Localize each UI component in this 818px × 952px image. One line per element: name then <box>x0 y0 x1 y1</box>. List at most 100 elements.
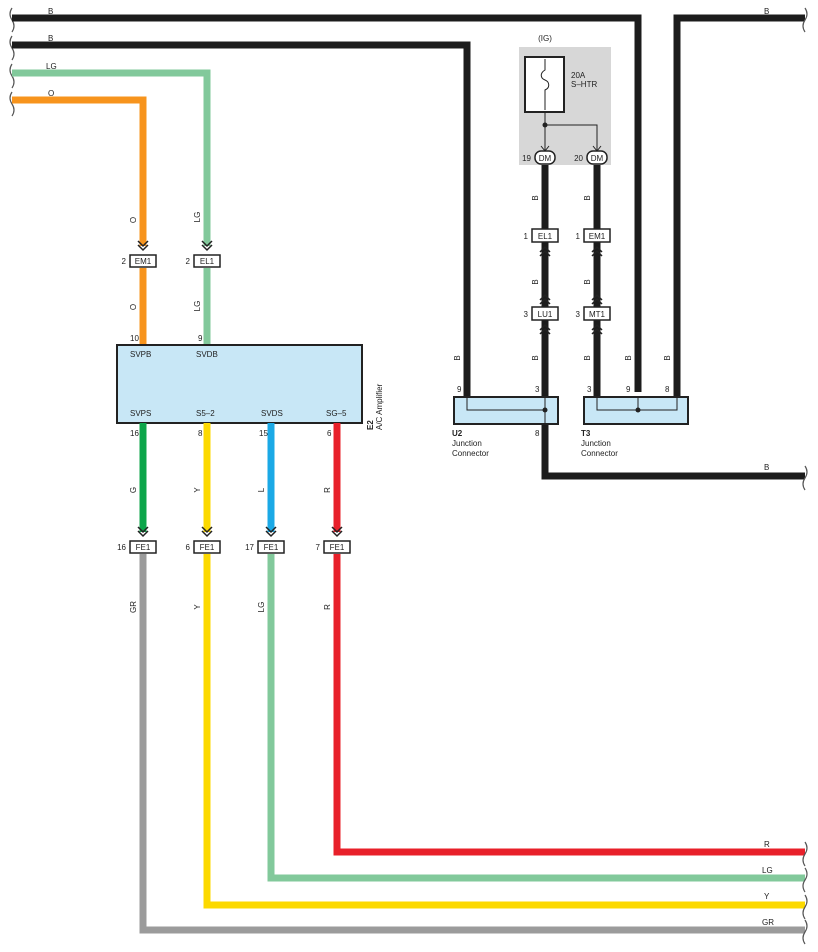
label-b-el1-lu1: B <box>531 279 540 284</box>
connector-fe1-17-name: FE1 <box>264 543 279 552</box>
connector-fe1-16-pin: 16 <box>117 543 126 552</box>
label-b-t3-3: B <box>583 355 592 360</box>
t3-pin-9: 9 <box>626 385 631 394</box>
t3-pin-3: 3 <box>587 385 592 394</box>
connector-fe1-6-name: FE1 <box>200 543 215 552</box>
amp-pin-15: 15 <box>259 429 268 438</box>
amp-name: A/C Amplifier <box>375 383 384 430</box>
label-bottom-y: Y <box>764 892 770 901</box>
amp-pin-8: 8 <box>198 429 203 438</box>
wire-b-top-1 <box>12 14 642 392</box>
fuse-name: S–HTR <box>571 80 597 89</box>
label-right-b: B <box>764 463 769 472</box>
u2-line1: Junction <box>452 439 482 448</box>
connector-el1-right-pin: 1 <box>524 232 529 241</box>
connector-lu1-pin: 3 <box>524 310 529 319</box>
connector-em1-right: EM1 1 <box>576 228 611 257</box>
connector-el1-right-name: EL1 <box>538 232 553 241</box>
amp-code: E2 <box>366 420 375 430</box>
wire-lg-top <box>12 69 211 246</box>
amp-term-s5-2: S5–2 <box>196 409 215 418</box>
connector-em1-left-name: EM1 <box>135 257 152 266</box>
ac-amplifier-box <box>116 344 363 424</box>
label-o-lower: O <box>129 304 138 310</box>
connector-em1-left-pin: 2 <box>122 257 127 266</box>
connector-lu1-name: LU1 <box>538 310 553 319</box>
connector-fe1-7-name: FE1 <box>330 543 345 552</box>
label-bottom-lg: LG <box>762 866 773 875</box>
t3-pin-8: 8 <box>665 385 670 394</box>
amp-pin-10: 10 <box>130 334 139 343</box>
label-top-b1: B <box>48 7 53 16</box>
label-right-b-top: B <box>764 7 769 16</box>
label-b-t3-8: B <box>663 355 672 360</box>
label-lg-upper: LG <box>193 212 202 223</box>
t3-code: T3 <box>581 429 591 438</box>
label-b-fuse-left: B <box>531 195 540 200</box>
connector-el1-left-name: EL1 <box>200 257 215 266</box>
wire-b-u2-bottom <box>541 424 805 480</box>
connector-fe1-7-pin: 7 <box>316 543 321 552</box>
connector-em1-left: EM1 2 <box>122 240 157 268</box>
label-g: G <box>129 487 138 493</box>
junction-t3-dot <box>635 407 641 413</box>
amp-term-sg-5: SG–5 <box>326 409 347 418</box>
connector-fe1-17: FE1 17 <box>245 526 285 554</box>
amp-pin-9: 9 <box>198 334 203 343</box>
label-y-low: Y <box>193 604 202 610</box>
label-top-lg: LG <box>46 62 57 71</box>
connector-fe1-17-pin: 17 <box>245 543 254 552</box>
label-b-em1-mt1: B <box>583 279 592 284</box>
label-lg-low: LG <box>257 602 266 613</box>
fuse-junction-dot <box>542 122 548 128</box>
wire-b-top-2 <box>12 41 471 397</box>
connector-fe1-16: FE1 16 <box>117 526 157 554</box>
wire-r-bottom <box>333 554 805 856</box>
connector-el1-left-pin: 2 <box>186 257 191 266</box>
wire-y-bottom <box>203 554 805 909</box>
label-b-fuse-right: B <box>583 195 592 200</box>
fuse-branch-wire <box>545 124 598 150</box>
label-bottom-gr: GR <box>762 918 774 927</box>
connector-mt1-pin: 3 <box>576 310 581 319</box>
connector-dm20-name: DM <box>591 154 604 163</box>
label-r: R <box>323 487 332 493</box>
connector-em1-right-pin: 1 <box>576 232 581 241</box>
label-l: L <box>257 487 266 492</box>
junction-u2-dot <box>542 407 548 413</box>
u2-code: U2 <box>452 429 463 438</box>
connector-dm19-pin: 19 <box>522 154 531 163</box>
wire-o-top <box>12 96 147 246</box>
connector-fe1-7: FE1 7 <box>316 526 351 554</box>
right-break-marks <box>802 7 808 945</box>
connector-mt1-name: MT1 <box>589 310 606 319</box>
amp-term-svds: SVDS <box>261 409 283 418</box>
label-gr-low: GR <box>129 601 138 613</box>
label-o-upper: O <box>129 217 138 223</box>
t3-line2: Connector <box>581 449 618 458</box>
connector-mt1: MT1 3 <box>576 293 611 335</box>
wire-gr-bottom <box>139 554 805 934</box>
label-b-t3-9: B <box>624 355 633 360</box>
connector-lu1: LU1 3 <box>524 293 559 335</box>
wire-b-right-top <box>673 14 805 397</box>
label-b-u2-3: B <box>531 355 540 360</box>
u2-pin-8: 8 <box>535 429 540 438</box>
label-top-b2: B <box>48 34 53 43</box>
u2-line2: Connector <box>452 449 489 458</box>
connector-el1-right: EL1 1 <box>524 228 559 257</box>
fuse-element <box>540 59 550 110</box>
connector-dm19-name: DM <box>539 154 552 163</box>
fuse-rating: 20A <box>571 71 586 80</box>
amp-term-svdb: SVDB <box>196 350 218 359</box>
amp-pin-6: 6 <box>327 429 332 438</box>
label-lg-lower: LG <box>193 301 202 312</box>
u2-pin-9: 9 <box>457 385 462 394</box>
label-b-u2-9: B <box>453 355 462 360</box>
connector-dm20: DM 20 <box>574 150 608 165</box>
label-top-o: O <box>48 89 54 98</box>
connector-el1-left: EL1 2 <box>186 240 221 268</box>
connector-dm19: DM 19 <box>522 150 556 165</box>
amp-term-svpb: SVPB <box>130 350 151 359</box>
